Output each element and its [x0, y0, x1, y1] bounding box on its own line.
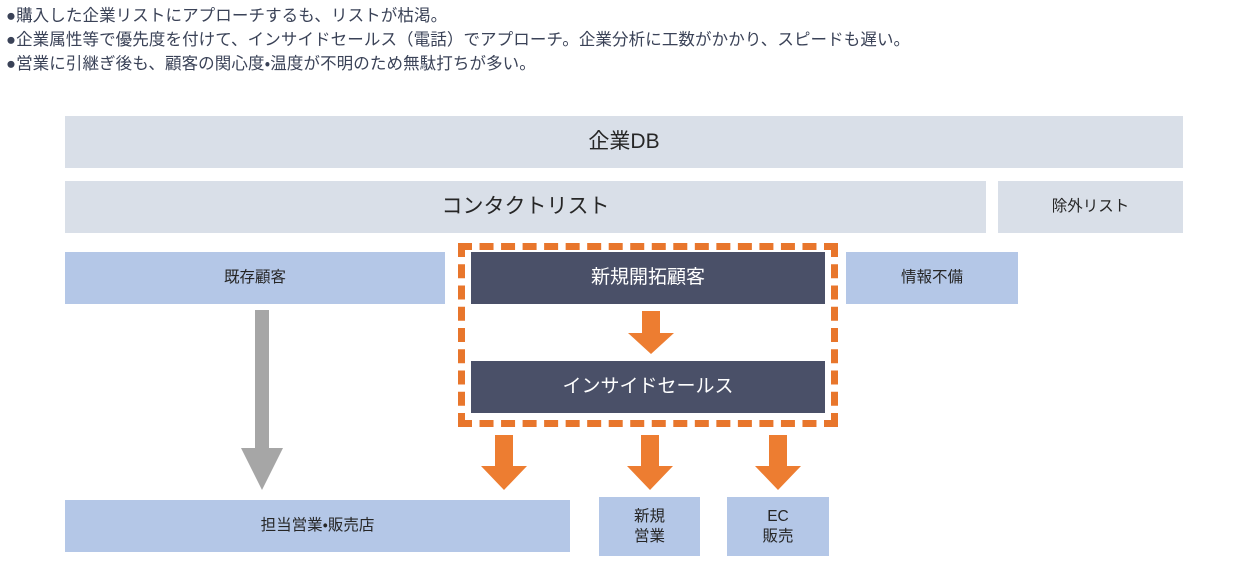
bullet-item-3: ●営業に引継ぎ後も、顧客の関心度・温度が不明のため無駄打ちが多い。	[6, 55, 536, 73]
down-arrow-orange-inside-sales-to-rep	[481, 435, 527, 490]
box-exclusion-list: 除外リスト	[998, 181, 1183, 233]
bullet-item-1: ●購入した企業リストにアプローチするも、リストが枯渇。	[6, 7, 448, 25]
box-new-prospects-label: 新規開拓顧客	[590, 266, 705, 288]
box-exclusion-list-label: 除外リスト	[1051, 198, 1130, 216]
box-new-sales: 新規 営業	[599, 497, 700, 556]
down-arrow-gray-existing-to-rep	[238, 310, 286, 490]
box-company-db-label: 企業DB	[588, 129, 660, 153]
down-arrow-orange-inside-sales-to-ec	[755, 435, 801, 490]
box-ec-sales-label: EC 販売	[762, 507, 794, 545]
box-ec-sales: EC 販売	[727, 497, 829, 556]
issue-bullet-list: ●購入した企業リストにアプローチするも、リストが枯渇。 ●企業属性等で優先度を付…	[6, 4, 1231, 76]
box-sales-rep-store-label: 担当営業・販売店	[260, 517, 375, 535]
box-company-db: 企業DB	[65, 116, 1183, 168]
box-new-sales-label: 新規 営業	[633, 507, 665, 545]
box-new-prospects: 新規開拓顧客	[471, 252, 825, 304]
down-arrow-orange-inside-sales-to-new-sales	[627, 435, 673, 490]
box-existing-customers-label: 既存顧客	[223, 269, 286, 287]
box-contact-list-label: コンタクトリスト	[441, 194, 610, 218]
down-arrow-orange-prospects-to-inside-sales	[628, 311, 674, 354]
box-inside-sales: インサイドセールス	[471, 361, 825, 413]
box-incomplete-info-label: 情報不備	[900, 269, 963, 287]
bullet-item-2: ●企業属性等で優先度を付けて、インサイドセールス（電話）でアプローチ。企業分析に…	[6, 31, 911, 49]
box-contact-list: コンタクトリスト	[65, 181, 986, 233]
box-existing-customers: 既存顧客	[65, 252, 445, 304]
box-inside-sales-label: インサイドセールス	[562, 375, 734, 397]
box-incomplete-info: 情報不備	[846, 252, 1018, 304]
box-sales-rep-store: 担当営業・販売店	[65, 500, 570, 552]
inside-sales-focus-frame	[458, 243, 838, 427]
